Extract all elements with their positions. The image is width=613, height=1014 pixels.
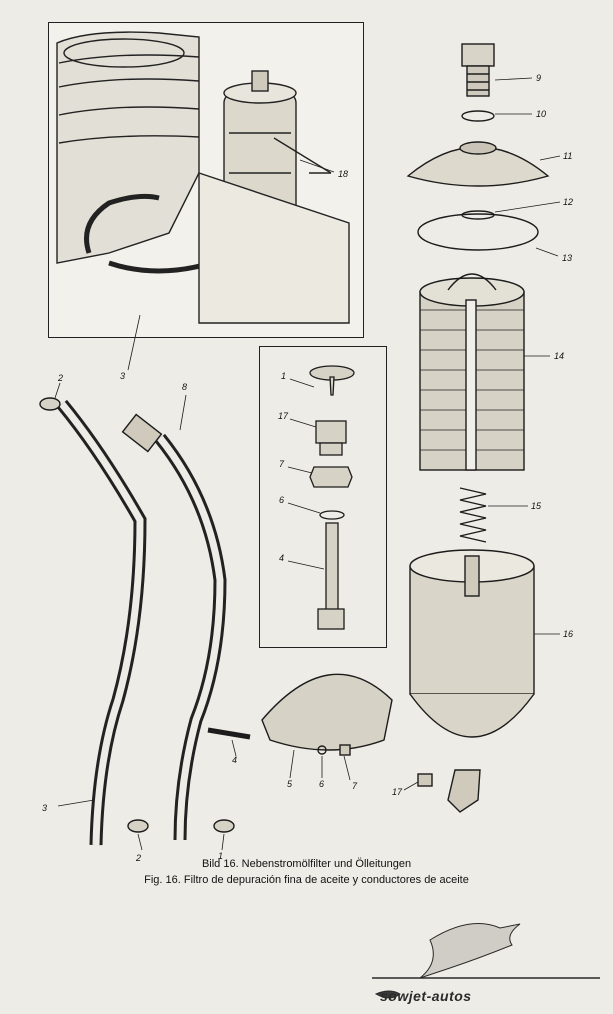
- part-17-plug: [417, 773, 433, 787]
- callout-4-box: 4: [279, 553, 285, 563]
- part-11-cover: [406, 146, 550, 187]
- part-10-washer: [461, 110, 495, 122]
- engine-inset-illustration: [56, 31, 350, 324]
- callout-17-box: 17: [278, 411, 289, 421]
- callout-2-top: 2: [58, 373, 64, 383]
- part-12-ring: [461, 210, 495, 220]
- caption-spanish: Fig. 16. Filtro de depuración fina de ac…: [144, 874, 469, 886]
- callout-5: 5: [287, 779, 293, 789]
- callout-1-box: 1: [281, 371, 287, 381]
- caption-german: Bild 16. Nebenstromölfilter und Ölleitun…: [201, 858, 412, 870]
- part-13-gasket: [417, 213, 539, 251]
- part-15-spring: [459, 487, 487, 543]
- callout-11: 11: [563, 151, 573, 161]
- part-1-fitting: [213, 819, 235, 833]
- engine-inset-frame: [48, 22, 364, 338]
- part-5-clamp: [261, 673, 393, 751]
- callout-8: 8: [182, 382, 188, 392]
- callout-1-bottom: 1: [218, 851, 224, 861]
- part-4-bolt: [207, 727, 251, 740]
- callout-7-box: 7: [279, 459, 285, 469]
- part-8-hose: [154, 433, 227, 841]
- callout-3-bottom: 3: [42, 803, 48, 813]
- callout-15: 15: [531, 501, 542, 511]
- callout-7-bottom: 7: [352, 781, 358, 791]
- part-9-cap-screw: [461, 43, 495, 67]
- callout-3-top: 3: [120, 371, 126, 381]
- callout-6-bottom: 6: [319, 779, 325, 789]
- callout-4-bottom: 4: [232, 755, 238, 765]
- callout-10: 10: [536, 109, 547, 119]
- callout-2-bottom: 2: [136, 853, 142, 863]
- hardware-detail-frame: [259, 346, 387, 648]
- hardware-detail-illustration: [287, 365, 355, 630]
- callout-9: 9: [536, 73, 542, 83]
- callout-12: 12: [563, 197, 574, 207]
- callout-16: 16: [563, 629, 574, 639]
- callout-13: 13: [562, 253, 573, 263]
- part-2-fitting: [39, 397, 61, 411]
- callout-17-bottom: 17: [392, 787, 403, 797]
- callout-14: 14: [554, 351, 565, 361]
- callout-18: 18: [338, 169, 349, 179]
- watermark-text: sowjet-autos: [380, 988, 472, 1004]
- callout-6-box: 6: [279, 495, 285, 505]
